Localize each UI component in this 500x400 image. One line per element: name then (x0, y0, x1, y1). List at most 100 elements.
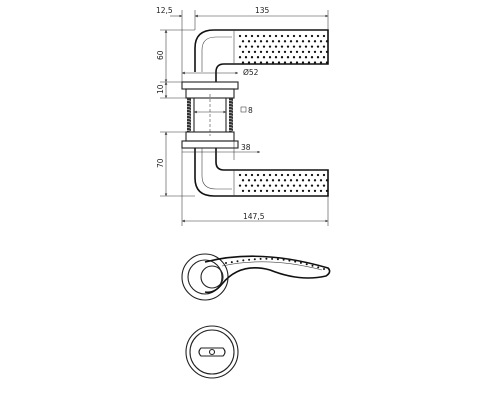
grip-dot (313, 189, 317, 193)
grip-dot (274, 173, 278, 177)
grip-dot (304, 34, 308, 38)
grip-dot (322, 173, 326, 177)
grip-dot (301, 50, 305, 54)
grip-dot (247, 61, 251, 64)
grip-dot (244, 184, 248, 187)
grip-dot (288, 259, 291, 262)
grip-dot (283, 50, 287, 54)
grip-dot (265, 189, 269, 193)
grip-dot (325, 50, 329, 54)
grip-dot (280, 56, 284, 59)
grip-dot (310, 173, 314, 177)
grip-dot (241, 40, 245, 43)
grip-dot (265, 50, 269, 54)
grip-dot (271, 257, 274, 260)
grip-dot (307, 61, 311, 64)
grip-dot (241, 61, 245, 64)
grip-dot (286, 184, 290, 187)
grip-dot (310, 34, 314, 38)
grip-dot (277, 40, 281, 43)
grip-dot (271, 189, 275, 193)
grip-dot (298, 45, 302, 48)
grip-dot (277, 61, 281, 64)
grip-dot (256, 45, 260, 48)
grip-dot (274, 45, 278, 48)
grip-dot (280, 45, 284, 48)
grip-dot (298, 34, 302, 38)
grip-dot (299, 261, 302, 264)
grip-dot (247, 40, 251, 43)
grip-dot (283, 40, 287, 43)
thread-tick (185, 114, 193, 117)
grip-dot (238, 184, 242, 187)
dimension-lines (160, 10, 329, 226)
grip-dot (280, 34, 284, 38)
dim-backset-label: 38 (241, 143, 251, 152)
dim-lower-height-label: 70 (156, 158, 165, 168)
grip-dot (262, 34, 266, 38)
privacy-escutcheon (185, 325, 239, 379)
grip-dot (292, 45, 296, 48)
grip-dot (250, 56, 254, 59)
thread-tick (227, 102, 235, 105)
grip-dot (262, 45, 266, 48)
thread-tick (227, 123, 235, 126)
grip-dot (322, 56, 326, 59)
grip-dot (244, 173, 248, 177)
front-lever-dot-pattern (225, 257, 325, 270)
thread-tick (185, 111, 193, 114)
grip-dot (265, 179, 269, 182)
grip-dot (313, 50, 317, 54)
grip-dot (313, 179, 317, 182)
grip-dot (304, 45, 308, 48)
dim-rose-diameter-label: Ø52 (243, 68, 259, 77)
grip-dot (298, 184, 302, 187)
grip-dot (292, 56, 296, 59)
grip-dot (295, 40, 299, 43)
grip-dot (301, 189, 305, 193)
grip-dot (250, 184, 254, 187)
grip-dot (238, 173, 242, 177)
screw-thread (185, 99, 235, 132)
grip-dot (283, 189, 287, 193)
grip-dot (274, 34, 278, 38)
grip-dot (292, 184, 296, 187)
grip-dot (289, 61, 293, 64)
thread-tick (227, 117, 235, 120)
grip-dot (277, 189, 281, 193)
upper-handle (182, 29, 329, 83)
grip-dot (238, 34, 242, 38)
grip-dot (310, 184, 314, 187)
grip-dot (241, 179, 245, 182)
grip-dot (274, 184, 278, 187)
grip-dot (316, 173, 320, 177)
grip-dot (271, 61, 275, 64)
grip-dot (241, 50, 245, 54)
grip-dot (307, 40, 311, 43)
grip-dot (289, 50, 293, 54)
upper-lever-dot-pattern (238, 34, 329, 64)
upper-rose (181, 81, 239, 99)
grip-dot (259, 50, 263, 54)
thread-tick (227, 111, 235, 114)
grip-dot (230, 261, 233, 264)
grip-dot (316, 56, 320, 59)
lower-handle (194, 148, 329, 197)
grip-dot (294, 260, 297, 263)
grip-dot (253, 40, 257, 43)
grip-dot (277, 179, 281, 182)
grip-dot (322, 184, 326, 187)
dim-overall-length-label: 147,5 (243, 212, 265, 221)
grip-dot (268, 34, 272, 38)
grip-dot (265, 40, 269, 43)
dim-offset-label: 12,5 (156, 6, 173, 15)
grip-dot (325, 40, 329, 43)
thread-tick (185, 105, 193, 108)
dim-lever-length-label: 135 (255, 6, 270, 15)
front-view (181, 253, 331, 301)
grip-dot (307, 50, 311, 54)
dim-spindle-square-label: 8 (248, 106, 253, 115)
grip-dot (325, 179, 329, 182)
grip-dot (283, 61, 287, 64)
thread-tick (185, 99, 193, 102)
